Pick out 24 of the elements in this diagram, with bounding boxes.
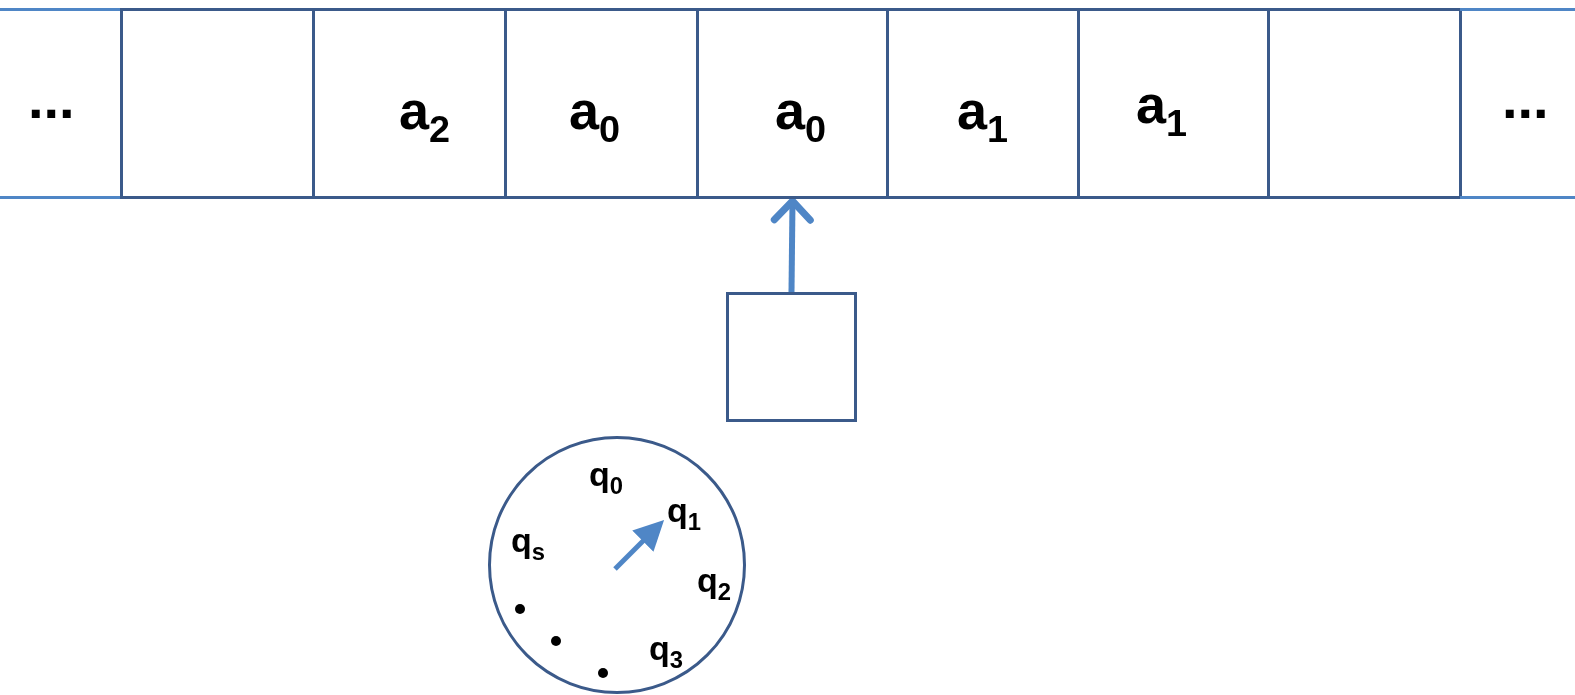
tape-symbol: a$_{2}$ xyxy=(399,83,451,149)
tape-symbol: a$_{0}$ xyxy=(569,83,621,149)
state-label: q$_{0}$ xyxy=(589,457,624,499)
tape-symbol: a$_{0}$ xyxy=(775,83,827,149)
tape-symbol: a$_{1}$ xyxy=(957,83,1009,149)
tape-cell xyxy=(504,8,699,199)
tape-cell xyxy=(1077,8,1270,199)
state-label: q$_{2}$ xyxy=(697,563,732,605)
tape-symbol: a$_{1}$ xyxy=(1136,77,1188,143)
tape-cell xyxy=(120,8,315,199)
head-box xyxy=(726,292,857,422)
state-label: q$_{s}$ xyxy=(511,523,546,565)
tape-cell xyxy=(312,8,507,199)
tape-cell xyxy=(1267,8,1462,199)
ellipsis: ... xyxy=(1502,71,1549,127)
tape-cell xyxy=(886,8,1080,199)
ellipsis: ... xyxy=(28,71,75,127)
arrow xyxy=(770,197,814,293)
tape-end xyxy=(0,8,121,199)
tape-end xyxy=(1460,8,1575,199)
state-label: q$_{1}$ xyxy=(667,493,702,535)
state-label: q$_{3}$ xyxy=(649,631,684,673)
tape-cell xyxy=(696,8,889,199)
state-dial xyxy=(488,436,746,694)
